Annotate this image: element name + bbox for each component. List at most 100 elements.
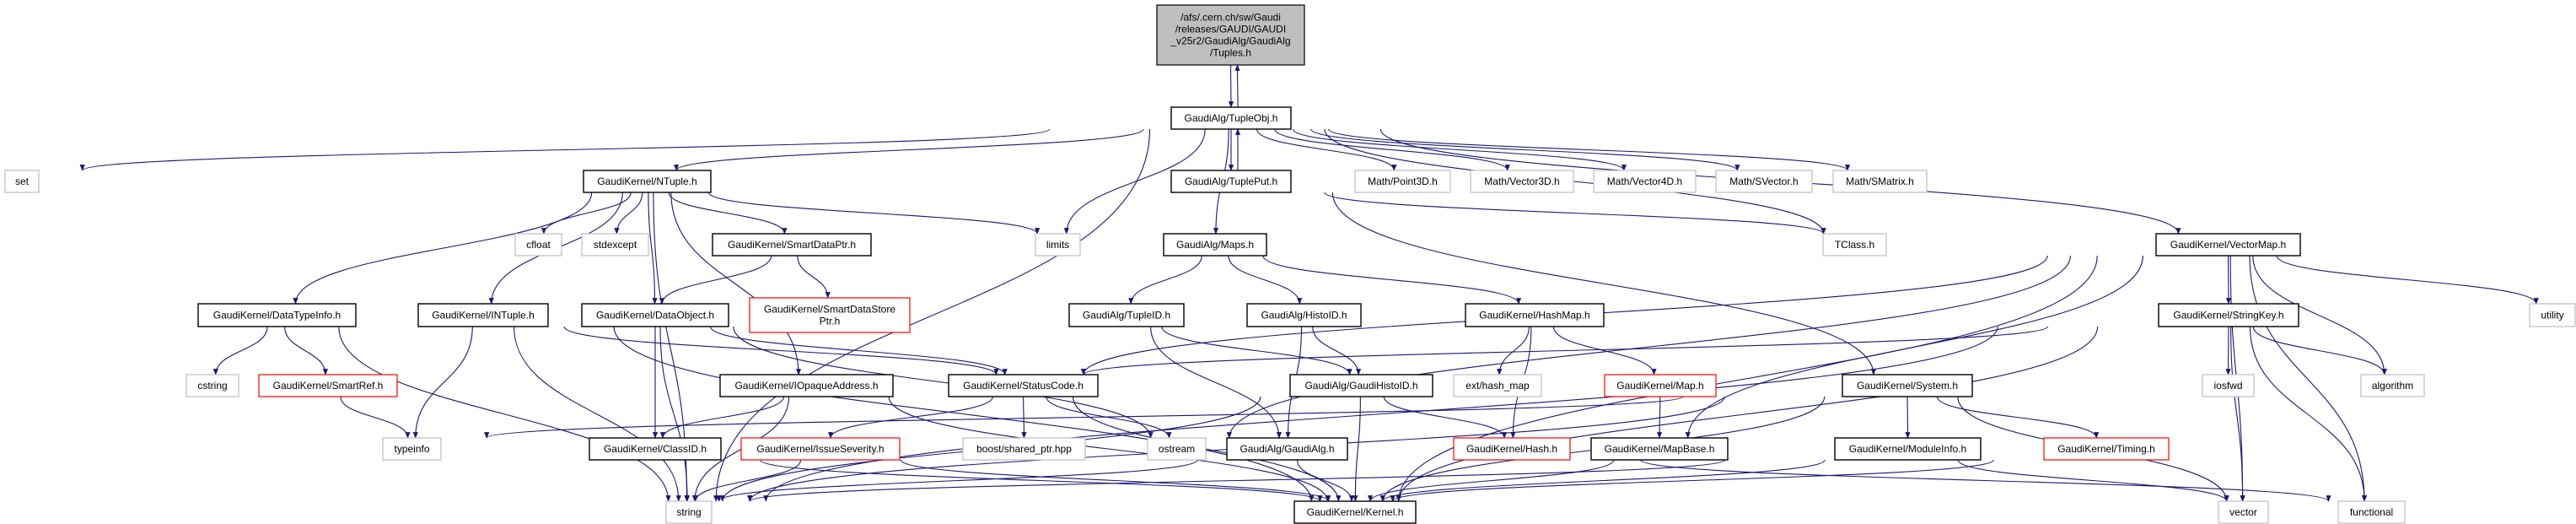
node-box [1834, 437, 1982, 461]
node-gaudihistoid[interactable]: GaudiAlg/GaudiHistoID.h [1289, 374, 1433, 397]
node-system[interactable]: GaudiKernel/System.h [1842, 374, 1973, 397]
edge-tupleobj-to-ntuple [674, 128, 1144, 171]
node-box [581, 303, 729, 327]
node-box [749, 297, 911, 333]
node-maps[interactable]: GaudiAlg/Maps.h [1163, 233, 1267, 257]
node-string: string [665, 500, 713, 524]
edge-statuscode-to-issueseverity [827, 396, 993, 439]
node-label: GaudiKernel/SmartDataPtr.h [728, 239, 856, 251]
node-iopaque[interactable]: GaudiKernel/IOpaqueAddress.h [719, 374, 894, 397]
node-label: GaudiAlg/TupleObj.h [1185, 112, 1278, 124]
node-tupleid[interactable]: GaudiAlg/TupleID.h [1068, 303, 1185, 327]
node-label: algorithm [2372, 380, 2413, 392]
node-box [417, 303, 549, 327]
node-label: Math/Vector4D.h [1607, 176, 1682, 187]
node-ostream: ostream [1147, 437, 1207, 461]
node-box [2155, 233, 2301, 257]
node-mapbase[interactable]: GaudiKernel/MapBase.h [1590, 437, 1729, 461]
node-label: _v25r2/GaudiAlg/GaudiAlg [1170, 35, 1290, 47]
node-box [1170, 170, 1292, 193]
node-stringkey[interactable]: GaudiKernel/StringKey.h [2158, 303, 2299, 327]
edge-maps-to-hashmap [1262, 255, 1522, 305]
node-label: string [676, 506, 701, 518]
edge-stringkey-to-functional [2249, 326, 2368, 502]
edge-vectormap-to-utility [2276, 255, 2539, 305]
node-gaudialg[interactable]: GaudiAlg/GaudiAlg.h [1226, 437, 1348, 461]
node-point3d: Math/Point3D.h [1354, 170, 1451, 193]
edge-maps-to-histoid [1228, 255, 1303, 305]
edge-intuple-to-typeinfo [412, 326, 473, 439]
node-label: Math/SMatrix.h [1846, 176, 1914, 187]
node-tupleput[interactable]: GaudiAlg/TuplePut.h [1170, 170, 1292, 193]
node-label: GaudiKernel/StatusCode.h [963, 380, 1084, 392]
node-statuscode[interactable]: GaudiKernel/StatusCode.h [948, 374, 1099, 397]
node-moduleinfo[interactable]: GaudiKernel/ModuleInfo.h [1834, 437, 1982, 461]
node-box [1593, 170, 1697, 193]
edge-vectormap-to-kernel [1396, 255, 2098, 502]
edge-datatypeinfo-to-string [338, 326, 671, 502]
node-dataobject[interactable]: GaudiKernel/DataObject.h [581, 303, 729, 327]
node-box [382, 437, 442, 461]
edges-layer [79, 64, 2539, 502]
node-hash[interactable]: GaudiKernel/Hash.h [1453, 437, 1571, 461]
node-vector3d: Math/Vector3D.h [1470, 170, 1574, 193]
node-timing[interactable]: GaudiKernel/Timing.h [2043, 437, 2170, 461]
edge-tupleobj-to-smatrix [1327, 128, 1850, 171]
node-tupleobj[interactable]: GaudiAlg/TupleObj.h [1170, 106, 1292, 130]
edge-histoid-to-gaudihistoid [1312, 326, 1362, 375]
node-box [1354, 170, 1451, 193]
node-label: GaudiAlg/GaudiHistoID.h [1304, 380, 1417, 392]
edge-mapbase-to-kernel [1368, 459, 1615, 502]
edge-vectormap-to-ostream [1226, 255, 2071, 439]
edge-stringkey-to-algorithm [2252, 326, 2387, 375]
node-label: GaudiKernel/Map.h [1616, 380, 1703, 392]
edge-smartdataptr-to-dataobject [659, 255, 772, 305]
node-map[interactable]: GaudiKernel/Map.h [1604, 374, 1717, 397]
node-box [589, 437, 722, 461]
node-label: GaudiKernel/DataTypeInfo.h [213, 310, 341, 321]
node-smartdataptr[interactable]: GaudiKernel/SmartDataPtr.h [712, 233, 872, 257]
edge-datatypeinfo-to-cstring [212, 326, 268, 375]
node-box [719, 374, 894, 397]
node-intuple[interactable]: GaudiKernel/INTuple.h [417, 303, 549, 327]
edge-classid-to-kernel [759, 459, 1323, 502]
node-histoid[interactable]: GaudiAlg/HistoID.h [1246, 303, 1362, 327]
edge-tupleid-to-gaudialg [1150, 326, 1283, 439]
edge-tupleobj-to-svector [1310, 128, 1740, 171]
node-label: GaudiKernel/Kernel.h [1307, 506, 1404, 518]
node-box [1465, 303, 1605, 327]
node-kernel[interactable]: GaudiKernel/Kernel.h [1293, 500, 1417, 524]
edge-tupleobj-to-set [79, 128, 1051, 171]
edge-hashmap-to-exthashmap [1497, 326, 1530, 375]
node-box [2529, 303, 2576, 327]
node-ntuple[interactable]: GaudiKernel/NTuple.h [583, 170, 712, 193]
node-hashmap[interactable]: GaudiKernel/HashMap.h [1465, 303, 1605, 327]
node-box [962, 437, 1086, 461]
edge-ntuple-to-datatypeinfo [293, 192, 593, 305]
edge-intuple-to-statuscode [563, 326, 999, 375]
node-vectormap[interactable]: GaudiKernel/VectorMap.h [2155, 233, 2301, 257]
nodes-layer: /afs/.cern.ch/sw/Gaudi/releases/GAUDI/GA… [4, 4, 2576, 524]
node-smartref[interactable]: GaudiKernel/SmartRef.h [258, 374, 398, 397]
node-issueseverity[interactable]: GaudiKernel/IssueSeverity.h [740, 437, 901, 461]
edge-ntuple-to-limits [708, 192, 1041, 235]
node-label: GaudiAlg/HistoID.h [1261, 310, 1347, 321]
node-box [1453, 374, 1542, 397]
node-label: GaudiAlg/Maps.h [1176, 239, 1254, 251]
node-box [1715, 170, 1813, 193]
node-tuples[interactable]: /afs/.cern.ch/sw/Gaudi/releases/GAUDI/GA… [1156, 4, 1305, 66]
edge-issueseverity-to-kernel [900, 459, 1331, 502]
node-label: GaudiKernel/SmartDataStore [764, 304, 895, 316]
edge-intuple-to-string [514, 326, 681, 502]
node-vector: vector [2218, 500, 2269, 524]
node-box [1293, 500, 1417, 524]
node-box [1832, 170, 1928, 193]
node-datatypeinfo[interactable]: GaudiKernel/DataTypeInfo.h [197, 303, 357, 327]
node-label: /releases/GAUDI/GAUDI [1175, 24, 1286, 35]
node-boost: boost/shared_ptr.hpp [962, 437, 1086, 461]
node-classid[interactable]: GaudiKernel/ClassID.h [589, 437, 722, 461]
edge-ntuple-to-iopaque [670, 192, 802, 375]
node-box [1842, 374, 1973, 397]
edge-stringkey-to-string [763, 326, 1998, 502]
